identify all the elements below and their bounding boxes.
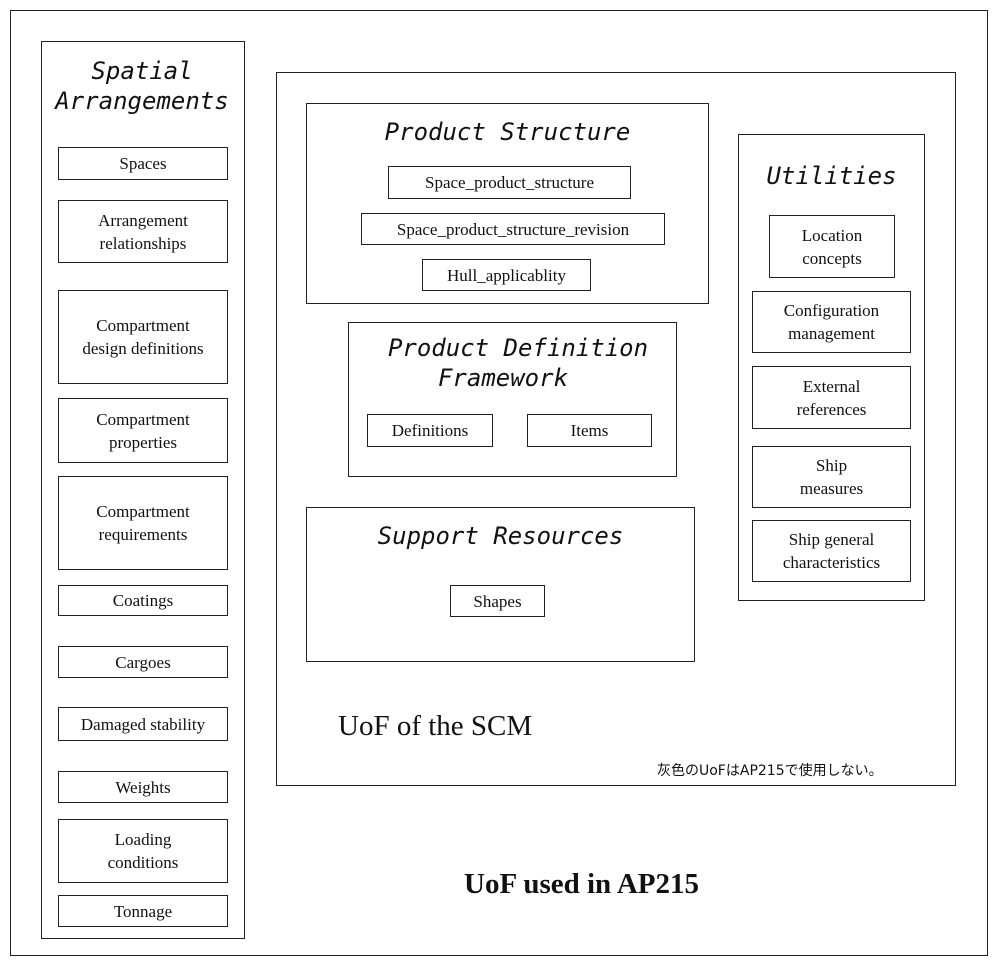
support-resources-panel: [306, 507, 695, 662]
uof-location-concepts: Location concepts: [769, 215, 895, 278]
product-definition-framework-title: Product Definition Framework: [387, 334, 649, 392]
diagram-caption: UoF used in AP215: [464, 868, 699, 900]
gray-uof-note: 灰色のUoFはAP215で使用しない。: [657, 763, 883, 779]
uof-ship-general-characteristics: Ship general characteristics: [752, 520, 911, 582]
uof-ship-measures: Ship measures: [752, 446, 911, 508]
scm-label: UoF of the SCM: [338, 710, 533, 742]
utilities-panel: [738, 134, 925, 601]
uof-tonnage: Tonnage: [58, 895, 228, 927]
uof-space-product-structure: Space_product_structure: [388, 166, 631, 199]
uof-configuration-management: Configuration management: [752, 291, 911, 353]
uof-external-references: External references: [752, 366, 911, 429]
uof-items: Items: [527, 414, 652, 447]
uof-compartment-requirements: Compartment requirements: [58, 476, 228, 570]
utilities-title: Utilities: [766, 162, 897, 190]
uof-damaged-stability: Damaged stability: [58, 707, 228, 741]
spatial-arrangements-title: Spatial Arrangements: [55, 57, 229, 115]
product-definition-framework-panel: [348, 322, 677, 477]
uof-definitions: Definitions: [367, 414, 493, 447]
uof-arrangement-relationships: Arrangement relationships: [58, 200, 228, 263]
uof-hull-applicablity: Hull_applicablity: [422, 259, 591, 291]
product-structure-panel: [306, 103, 709, 304]
outer-frame: [10, 10, 988, 956]
support-resources-title: Support Resources: [377, 522, 624, 550]
product-structure-title: Product Structure: [384, 118, 631, 146]
uof-compartment-design-definitions: Compartment design definitions: [58, 290, 228, 384]
scm-frame: [276, 72, 956, 786]
uof-shapes: Shapes: [450, 585, 545, 617]
uof-loading-conditions: Loading conditions: [58, 819, 228, 883]
uof-spaces: Spaces: [58, 147, 228, 180]
spatial-arrangements-panel: Spatial Arrangements: [41, 41, 245, 939]
uof-space-product-structure-revision: Space_product_structure_revision: [361, 213, 665, 245]
uof-coatings: Coatings: [58, 585, 228, 616]
uof-compartment-properties: Compartment properties: [58, 398, 228, 463]
uof-cargoes: Cargoes: [58, 646, 228, 678]
uof-weights: Weights: [58, 771, 228, 803]
